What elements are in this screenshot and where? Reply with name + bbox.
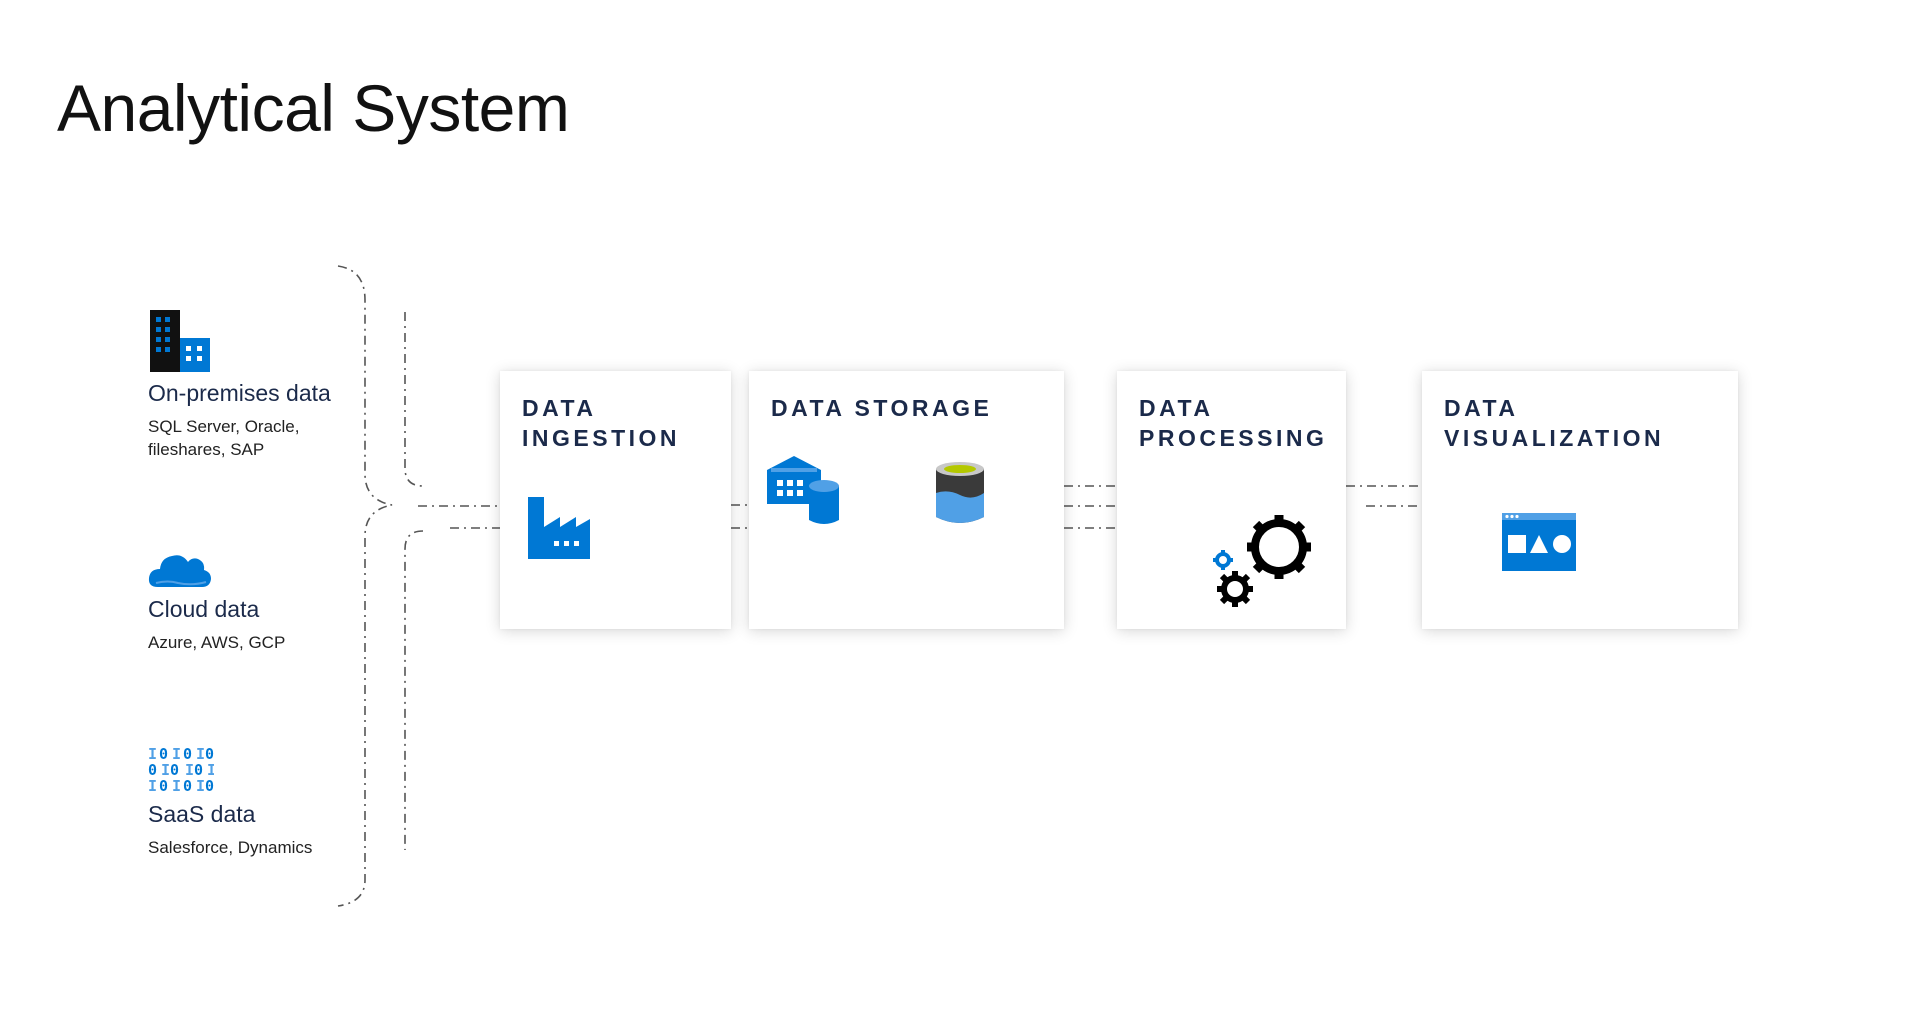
svg-text:I: I xyxy=(148,745,157,763)
source-brace xyxy=(337,265,393,907)
data-lake-icon xyxy=(936,462,984,523)
svg-text:I: I xyxy=(207,761,214,779)
data-warehouse-icon xyxy=(767,456,839,524)
svg-text:0: 0 xyxy=(183,777,192,793)
dashboard-icon xyxy=(1502,513,1576,571)
brace-inner-line-top xyxy=(404,312,424,487)
page-title: Analytical System xyxy=(57,71,570,145)
svg-text:0: 0 xyxy=(183,745,192,763)
source-name: SaaS data xyxy=(148,801,256,827)
stage-label: DATA PROCESSING xyxy=(1139,395,1328,451)
stage-label: DATA STORAGE xyxy=(771,395,993,421)
svg-text:0: 0 xyxy=(170,761,179,779)
source-on-premises: On-premises data SQL Server, Oracle, fil… xyxy=(148,310,331,461)
brace-inner-line-bottom xyxy=(404,530,424,850)
source-name: Cloud data xyxy=(148,596,260,622)
stage-data-storage: DATA STORAGE xyxy=(749,371,1064,629)
svg-text:I: I xyxy=(196,777,205,793)
factory-icon xyxy=(528,497,590,559)
svg-text:0: 0 xyxy=(148,761,157,779)
buildings-icon xyxy=(150,310,210,372)
stage-data-processing: DATA PROCESSING xyxy=(1117,371,1346,629)
source-detail: Azure, AWS, GCP xyxy=(148,633,286,652)
stage-data-visualization: DATA VISUALIZATION xyxy=(1422,371,1738,629)
stage-label: DATA INGESTION xyxy=(522,395,681,451)
source-name: On-premises data xyxy=(148,380,331,406)
svg-text:I: I xyxy=(196,745,205,763)
svg-text:0: 0 xyxy=(194,761,203,779)
source-detail: SQL Server, Oracle, fileshares, SAP xyxy=(148,417,300,459)
svg-text:I: I xyxy=(172,777,181,793)
source-detail: Salesforce, Dynamics xyxy=(148,838,313,857)
svg-text:0: 0 xyxy=(159,745,168,763)
svg-text:I: I xyxy=(148,777,157,793)
source-cloud: Cloud data Azure, AWS, GCP xyxy=(148,550,285,654)
svg-text:I: I xyxy=(185,761,194,779)
svg-text:0: 0 xyxy=(159,777,168,793)
gears-icon xyxy=(1213,515,1311,607)
svg-text:0: 0 xyxy=(205,777,214,793)
svg-text:I: I xyxy=(172,745,181,763)
svg-text:I: I xyxy=(161,761,170,779)
cloud-icon xyxy=(148,555,211,587)
svg-text:0: 0 xyxy=(205,745,214,763)
stage-label: DATA VISUALIZATION xyxy=(1444,395,1665,451)
stage-data-ingestion: DATA INGESTION xyxy=(500,371,731,629)
